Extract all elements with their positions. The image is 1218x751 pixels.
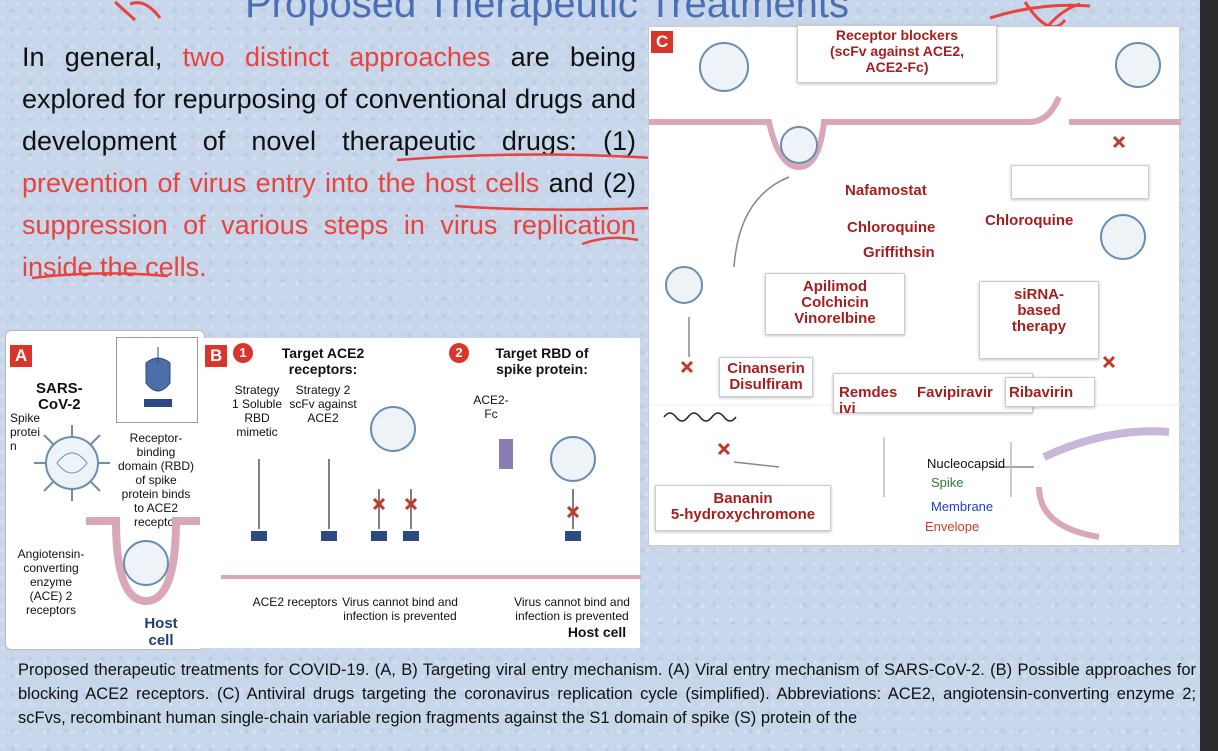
- panel-a-label: A: [10, 345, 33, 367]
- drug-griffithsin: Griffithsin: [863, 244, 935, 261]
- empty-label-box: [1011, 165, 1149, 199]
- sars-label: SARS-CoV-2: [36, 380, 83, 413]
- panel-b-label: B: [205, 345, 228, 367]
- legend-spike: Spike: [931, 475, 964, 490]
- drug-nafamostat: Nafamostat: [845, 182, 927, 199]
- cinanserin-box: [719, 357, 813, 397]
- legend-nucleocapsid: Nucleocapsid: [927, 456, 1006, 471]
- slide-title: Proposed Therapeutic Treatments: [245, 0, 850, 26]
- panel-c-label: C: [651, 31, 674, 53]
- sirna-box: [979, 281, 1099, 359]
- step-1-badge: 1: [233, 343, 253, 363]
- host-cell-label-b: Host cell: [567, 624, 627, 640]
- virus-icon: [34, 425, 110, 501]
- receptor-blockers-label: Receptor blockers(scFv against ACE2,ACE2…: [829, 27, 965, 75]
- remdesivir-box: [833, 373, 1033, 413]
- figure-panel-c: C Receptor blockers(scFv against ACE2,AC…: [648, 25, 1181, 546]
- annotation-scribble-left: [113, 0, 162, 22]
- legend-envelope: Envelope: [925, 519, 980, 534]
- window-edge: [1200, 0, 1218, 751]
- receptor-blockers-box: [797, 25, 997, 83]
- figure-caption: Proposed therapeutic treatments for COVI…: [18, 661, 1196, 727]
- apilimod-box: [765, 273, 905, 335]
- cell-outline: [649, 42, 1181, 540]
- ribavirin-box: [1005, 377, 1095, 407]
- legend-membrane: Membrane: [931, 499, 994, 514]
- ace2-receptors-label: ACE2 receptors: [252, 595, 338, 609]
- step-2-badge: 2: [449, 343, 469, 363]
- drug-ribavirin: Ribavirin: [1009, 384, 1074, 401]
- bananin-box: [655, 485, 831, 531]
- ace2-fc-label: ACE2-Fc: [473, 393, 509, 421]
- drug-chloroquine-1: Chloroquine: [847, 219, 936, 236]
- drug-chloroquine-2: Chloroquine: [985, 212, 1074, 229]
- drug-favipiravir: Favipiravir: [917, 384, 993, 401]
- rbd-icon: [144, 347, 172, 407]
- intro-paragraph: In general, two distinct approaches are …: [22, 42, 637, 282]
- host-membrane: [86, 517, 204, 606]
- panel-b-diagram: [221, 406, 641, 579]
